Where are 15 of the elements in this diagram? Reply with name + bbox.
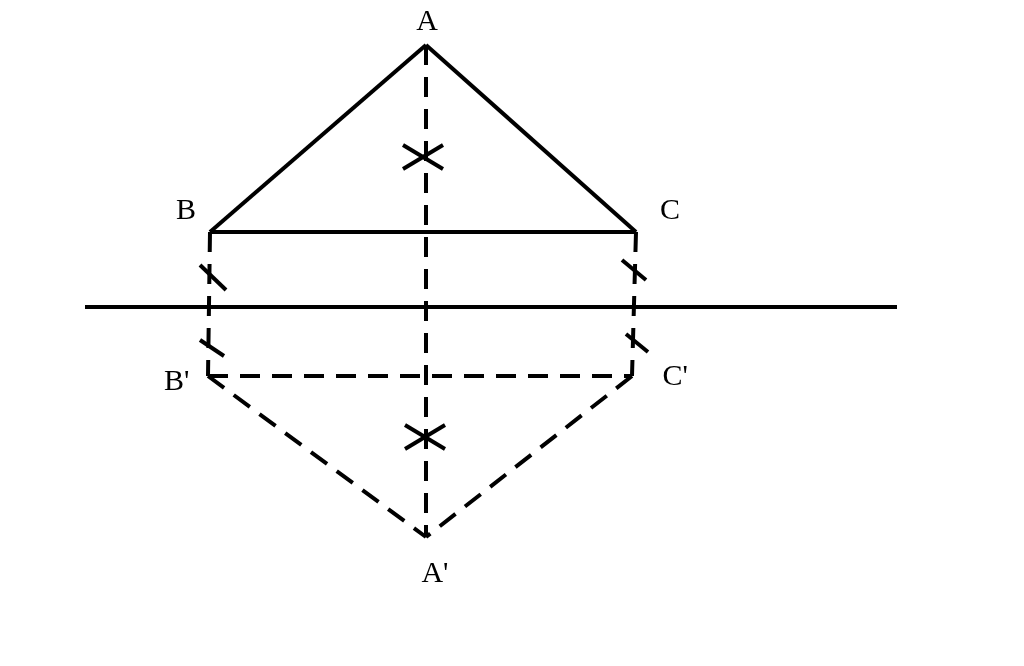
vertex-label: B' (164, 360, 208, 400)
dashed-line (630, 231, 638, 377)
dashed-line (424, 374, 634, 539)
dashed-line (208, 374, 632, 378)
vertex-label: A (412, 5, 442, 45)
line-segment (208, 43, 428, 234)
line-segment (210, 230, 636, 234)
vertex-label: A' (412, 537, 458, 587)
vertex-label: C' (632, 356, 688, 394)
dashed-line (206, 231, 212, 377)
dashed-line (206, 374, 428, 539)
dashed-line (424, 45, 428, 537)
line-segment (424, 43, 638, 234)
vertex-label: B (176, 194, 210, 232)
vertex-label: C (636, 194, 680, 232)
